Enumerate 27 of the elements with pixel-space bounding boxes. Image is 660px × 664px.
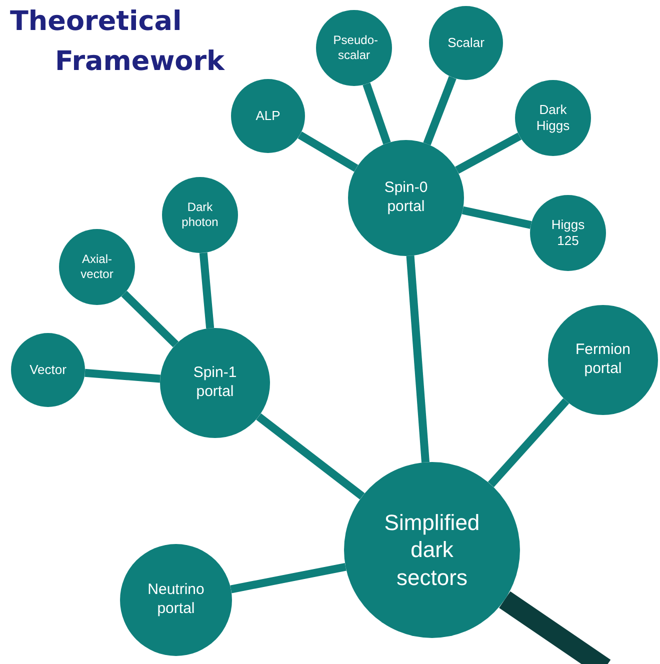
topic-label: Vector	[28, 362, 68, 378]
topic-label: Axial- vector	[80, 252, 114, 282]
branch-connector	[84, 368, 160, 383]
branch-connector	[499, 591, 611, 664]
branch-connector	[230, 562, 346, 594]
topic-label: Spin-0 portal	[383, 179, 429, 217]
topic-label: Dark Higgs	[535, 102, 571, 134]
branch-connector	[199, 252, 214, 329]
topic-label: Fermion portal	[574, 341, 632, 379]
topic-label: Spin-1 portal	[192, 364, 238, 402]
branch-connector	[256, 413, 365, 500]
branch-connector	[406, 256, 430, 463]
branch-connector	[455, 132, 522, 174]
topic-label: Scalar	[446, 34, 486, 52]
topic-label: Simplified dark sectors	[383, 508, 481, 592]
topic-label: ALP	[254, 108, 282, 124]
topic-label: Neutrino portal	[146, 581, 206, 619]
branch-connector	[488, 398, 570, 488]
branch-connector	[121, 290, 179, 348]
branch-connector	[462, 206, 532, 229]
topic-label: Dark photon	[180, 200, 220, 230]
branch-connector	[298, 131, 358, 172]
topic-label: Higgs 125	[550, 216, 586, 250]
branch-connector	[362, 82, 391, 144]
branch-connector	[423, 76, 456, 146]
title: Theoretical Framework	[10, 5, 226, 79]
topic-label: Pseudo- scalar	[332, 33, 379, 63]
